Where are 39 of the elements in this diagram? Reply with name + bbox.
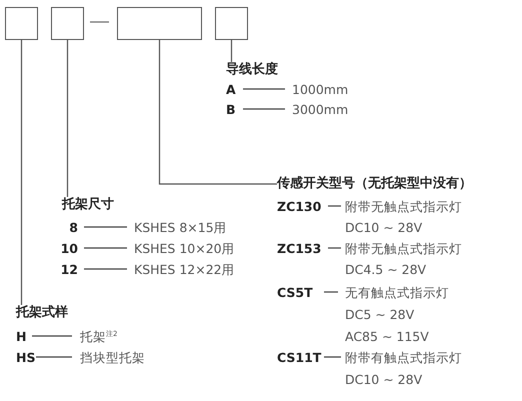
- option-heading: 传感开关型号（无托架型中没有）: [277, 176, 472, 192]
- option-code: ZC153: [277, 241, 322, 256]
- code-box: [5, 7, 38, 40]
- option-description: 托架$^{注2}$: [80, 329, 118, 344]
- option-description: 附带无触点式指示灯: [345, 241, 462, 256]
- option-description: KSHES 8×15用: [134, 220, 227, 235]
- option-description: 附带有触点式指示灯: [345, 350, 462, 365]
- option-code: CS5T: [277, 285, 313, 300]
- option-code: A: [226, 82, 236, 97]
- option-description: KSHES 10×20用: [134, 241, 235, 256]
- option-description: 1000mm: [292, 82, 348, 97]
- code-box: [117, 7, 202, 40]
- option-code: 12: [60, 262, 78, 277]
- option-description: 附带无触点式指示灯: [345, 199, 462, 214]
- code-box: [215, 7, 248, 40]
- option-code: 10: [60, 241, 78, 256]
- option-code: H: [16, 329, 26, 344]
- option-description: 挡块型托架: [80, 350, 145, 365]
- option-description: KSHES 12×22用: [134, 262, 235, 277]
- leader-line: [66, 40, 68, 197]
- option-description: AC85 ~ 115V: [345, 329, 429, 344]
- option-code: 8: [69, 220, 78, 235]
- option-description: DC5 ~ 28V: [345, 307, 414, 322]
- leader-line: [230, 40, 232, 62]
- option-description: DC10 ~ 28V: [345, 220, 422, 235]
- option-description: 无有触点式指示灯: [345, 285, 449, 300]
- option-code: B: [226, 102, 236, 117]
- option-heading: 导线长度: [226, 62, 278, 78]
- option-code: CS11T: [277, 350, 322, 365]
- option-heading: 托架式样: [16, 305, 68, 321]
- option-code: ZC130: [277, 199, 322, 214]
- option-code: HS: [16, 350, 36, 365]
- option-heading: 托架尺寸: [62, 197, 114, 213]
- option-description: DC10 ~ 28V: [345, 372, 422, 387]
- option-description: 3000mm: [292, 102, 348, 117]
- leader-line: [158, 40, 277, 185]
- code-box: [51, 7, 84, 40]
- option-description: DC4.5 ~ 28V: [345, 262, 426, 277]
- leader-line: [20, 40, 22, 305]
